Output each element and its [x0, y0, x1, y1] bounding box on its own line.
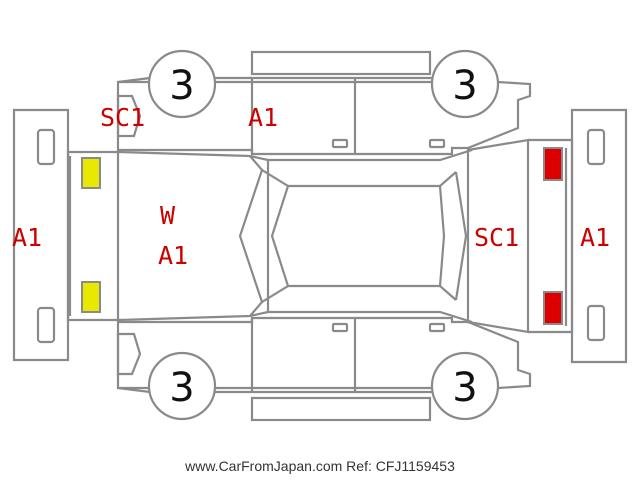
- wheel-front-right-score: 3: [169, 365, 194, 411]
- headlight-right: [81, 281, 101, 313]
- wheel-rear-left: 3: [430, 49, 500, 119]
- headlight-left: [81, 157, 101, 189]
- taillight-right: [543, 291, 563, 325]
- label-a1-front-bumper: A1: [12, 223, 42, 252]
- side-profile-left: [116, 76, 532, 156]
- taillights: [543, 147, 563, 325]
- wheel-front-left-score: 3: [169, 63, 194, 109]
- side-profile-right: [116, 316, 532, 394]
- reference-footer: www.CarFromJapan.com Ref: CFJ1159453: [185, 458, 455, 474]
- label-a1-rear-bumper: A1: [580, 223, 610, 252]
- label-sc1-left-fender: SC1: [100, 103, 145, 132]
- label-a1-roof: A1: [248, 103, 278, 132]
- roof-rail-top: [250, 50, 432, 76]
- headlights: [81, 157, 101, 313]
- top-view-body: [66, 138, 574, 334]
- front-bumper: [12, 108, 70, 362]
- roof-rail-bottom: [250, 396, 432, 422]
- taillight-left: [543, 147, 563, 181]
- wheel-rear-right-score: 3: [452, 365, 477, 411]
- label-w-hood: W: [160, 201, 176, 230]
- wheel-rear-right: 3: [430, 351, 500, 421]
- wheel-front-right: 3: [147, 351, 217, 421]
- label-a1-hood: A1: [158, 241, 188, 270]
- label-sc1-tailgate: SC1: [474, 223, 519, 252]
- wheel-front-left: 3: [147, 49, 217, 119]
- wheel-rear-left-score: 3: [452, 63, 477, 109]
